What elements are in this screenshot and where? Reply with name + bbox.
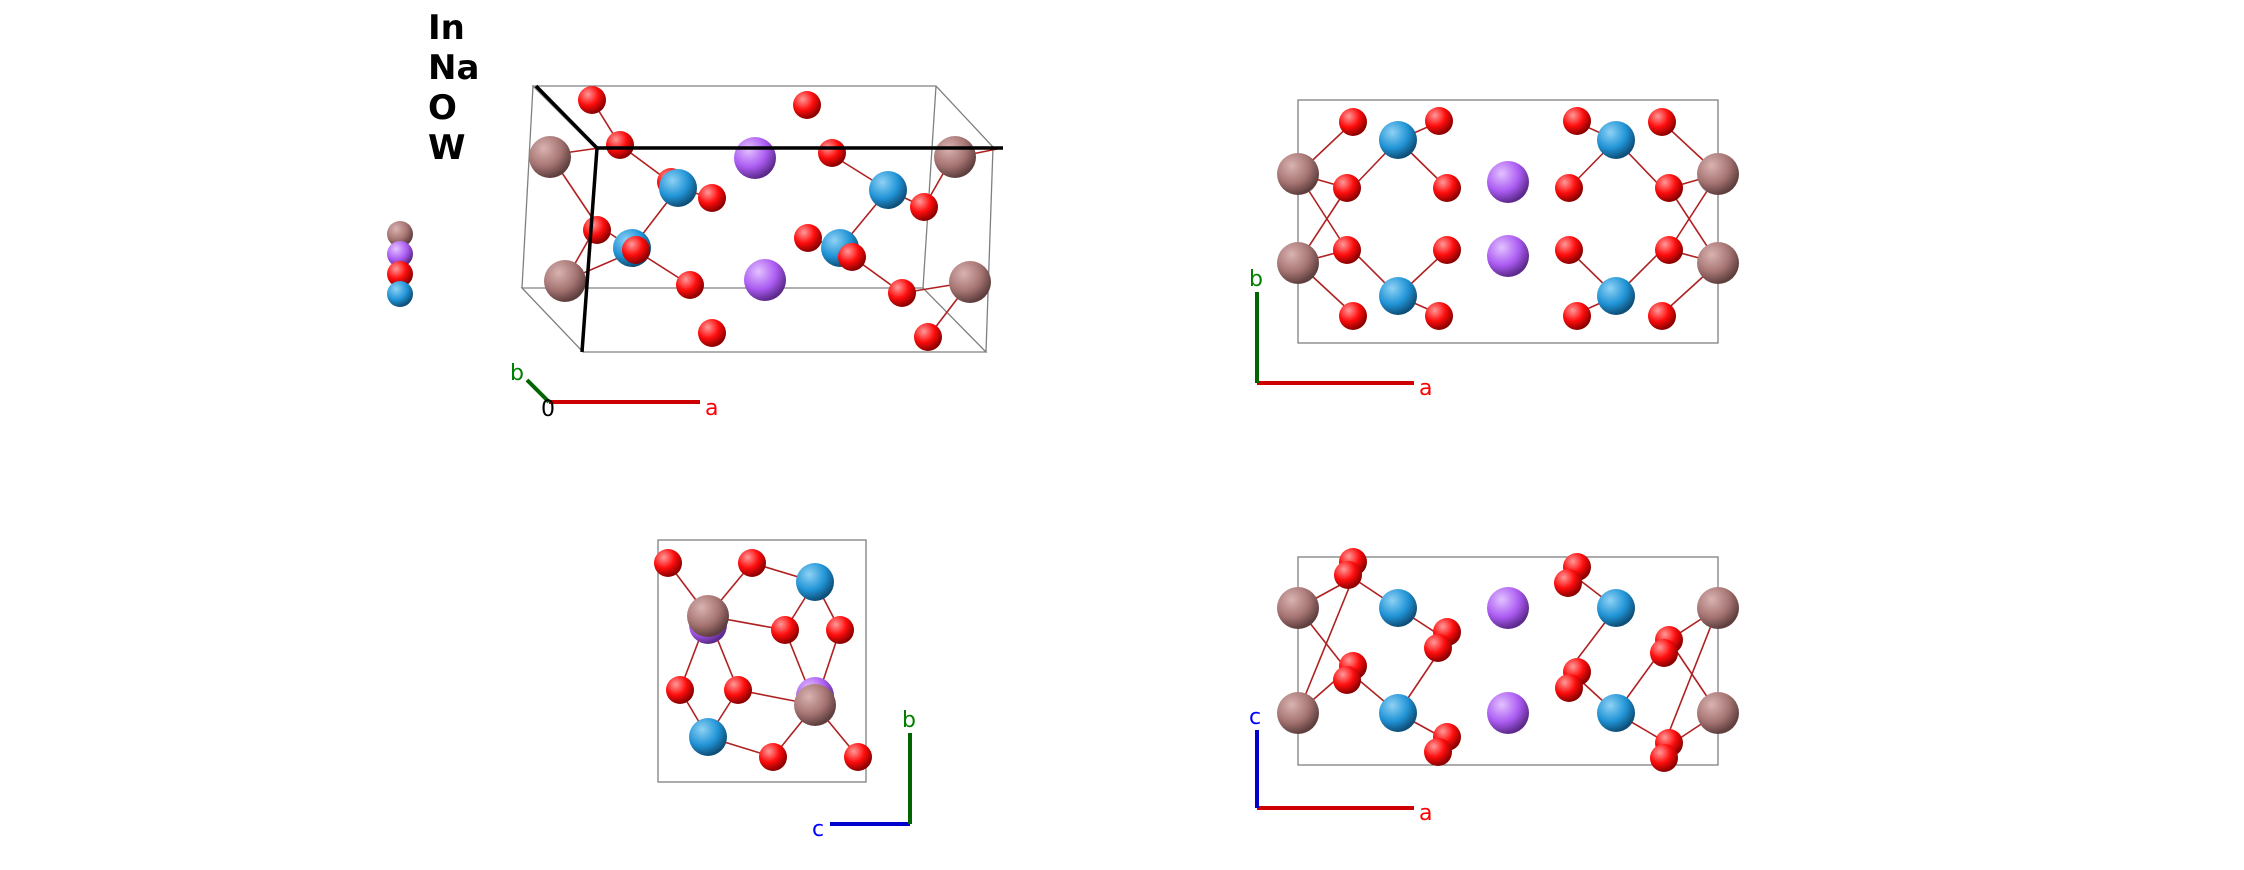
axis-triad: a b 0 bbox=[510, 361, 718, 422]
unit-cell bbox=[1297, 556, 1719, 766]
legend-na-swatch bbox=[387, 241, 413, 267]
view-ab: a b bbox=[1249, 99, 1739, 401]
legend-o-label: O bbox=[428, 88, 457, 128]
legend-in-swatch bbox=[387, 221, 413, 247]
legend-o-swatch bbox=[387, 261, 413, 287]
legend-w-label: W bbox=[428, 128, 466, 168]
axis-b-label: b bbox=[1249, 267, 1263, 292]
unit-cell bbox=[657, 539, 867, 783]
legend-w-swatch bbox=[387, 281, 413, 307]
axis-triad: a b bbox=[1249, 267, 1432, 401]
unit-cell bbox=[1297, 99, 1719, 344]
axis-triad: a c bbox=[1249, 705, 1432, 826]
legend-swatches bbox=[387, 221, 413, 307]
view-cb: c b bbox=[654, 539, 916, 842]
bonds bbox=[1297, 121, 1719, 315]
axis-b-label: b bbox=[510, 361, 524, 386]
legend-in-label: In bbox=[428, 8, 465, 48]
view-ac: a c bbox=[1249, 548, 1739, 826]
axis-c-label: c bbox=[1249, 705, 1261, 730]
atoms bbox=[1277, 548, 1739, 772]
atoms bbox=[529, 86, 991, 351]
axis-b-label: b bbox=[902, 708, 916, 733]
axis-a-label: a bbox=[1419, 376, 1432, 401]
legend-na-label: Na bbox=[428, 48, 480, 88]
axis-c-label: c bbox=[812, 817, 824, 842]
axis-a-label: a bbox=[1419, 801, 1432, 826]
atoms bbox=[654, 549, 872, 771]
cartesian-axes bbox=[534, 84, 1003, 353]
atoms bbox=[1277, 107, 1739, 330]
origin-label: 0 bbox=[541, 397, 555, 422]
axis-a-label: a bbox=[705, 396, 718, 421]
axis-triad: c b bbox=[812, 708, 916, 842]
perspective-view: a b 0 bbox=[510, 84, 1003, 422]
